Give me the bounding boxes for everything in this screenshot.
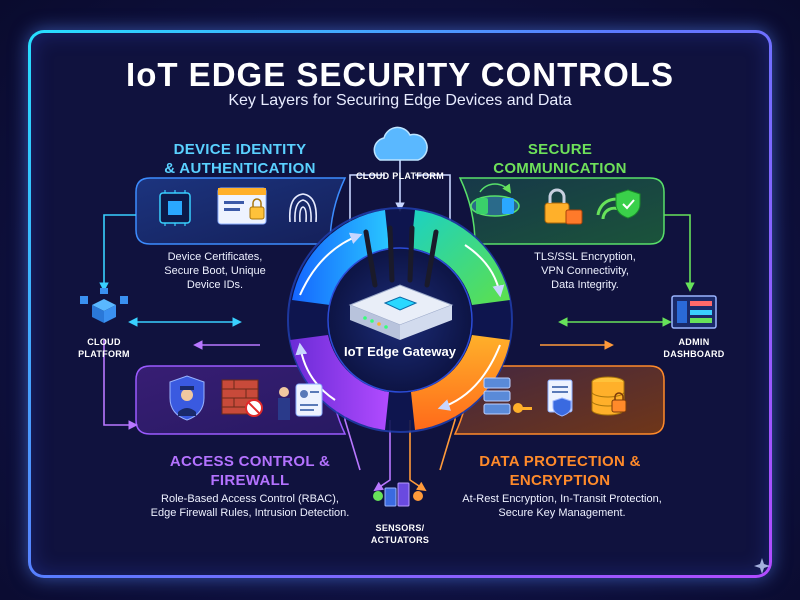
cloud-platform-top-label: CLOUD PLATFORM [355,171,445,181]
access-description: Role-Based Access Control (RBAC), Edge F… [120,492,380,520]
admin-line2: DASHBOARD [663,349,725,359]
sensors-actuators-label: SENSORS/ ACTUATORS [350,522,450,546]
document-shield-icon [547,379,573,417]
communication-title-line1: SECURE [527,141,593,158]
access-desc-line2: Edge Firewall Rules, Intrusion Detection… [150,507,350,519]
identity-desc-line2: Secure Boot, Unique [164,265,266,277]
communication-description: TLS/SSL Encryption, VPN Connectivity, Da… [510,250,660,292]
cloud-left-line1: CLOUD [87,337,121,347]
data-desc-line2: Secure Key Management. [498,507,626,519]
chip-icon [159,190,191,226]
dashboard-icon [671,295,717,329]
database-lock-icon [591,376,627,416]
access-desc-line1: Role-Based Access Control (RBAC), [161,493,339,505]
server-key-icon [483,377,532,415]
id-badge-icon [278,383,323,420]
cloud-platform-left-label: CLOUD PLATFORM [64,336,144,360]
access-title: ACCESS CONTROL & FIREWALL [140,452,360,490]
padlock-icon [544,188,583,225]
sensors-icon [373,482,423,507]
router-icon [348,225,454,340]
data-description: At-Rest Encryption, In-Transit Protectio… [432,492,692,520]
gateway-label: IoT Edge Gateway [344,344,456,359]
cloud-icon [373,126,428,161]
firewall-icon [221,379,263,417]
communication-desc-line2: VPN Connectivity, [541,265,629,277]
identity-title-line1: DEVICE IDENTITY [173,141,307,158]
cubes-network-icon [80,288,128,323]
sensors-line1: SENSORS/ [375,523,425,533]
data-desc-line1: At-Rest Encryption, In-Transit Protectio… [462,493,662,505]
identity-desc-line3: Device IDs. [186,279,244,291]
fingerprint-icon [288,193,318,223]
sparkle-icon [754,558,770,574]
identity-desc-line1: Device Certificates, [167,251,263,263]
access-title-line2: FIREWALL [210,472,290,489]
page-subtitle: Key Layers for Securing Edge Devices and… [228,92,572,109]
shield-sync-icon [470,183,520,217]
data-title: DATA PROTECTION & ENCRYPTION [445,452,675,490]
cloud-left-line2: PLATFORM [78,349,130,359]
communication-desc-line3: Data Integrity. [551,279,619,291]
security-guard-icon [169,375,205,421]
admin-dashboard-label: ADMIN DASHBOARD [654,336,734,360]
communication-desc-line1: TLS/SSL Encryption, [534,251,636,263]
browser-lock-icon [217,187,267,225]
wifi-shield-icon [596,189,641,220]
data-title-line1: DATA PROTECTION & [479,453,641,470]
sensors-line2: ACTUATORS [370,535,430,545]
identity-description: Device Certificates, Secure Boot, Unique… [140,250,290,292]
admin-line1: ADMIN [678,337,710,347]
access-title-line1: ACCESS CONTROL & [169,453,331,470]
identity-title-line2: & AUTHENTICATION [164,160,316,177]
identity-title: DEVICE IDENTITY & AUTHENTICATION [140,140,340,178]
data-title-line2: ENCRYPTION [509,472,611,489]
communication-title: SECURE COMMUNICATION [460,140,660,178]
communication-title-line2: COMMUNICATION [493,160,627,177]
page-title: IoT EDGE SECURITY CONTROLS [126,56,674,93]
